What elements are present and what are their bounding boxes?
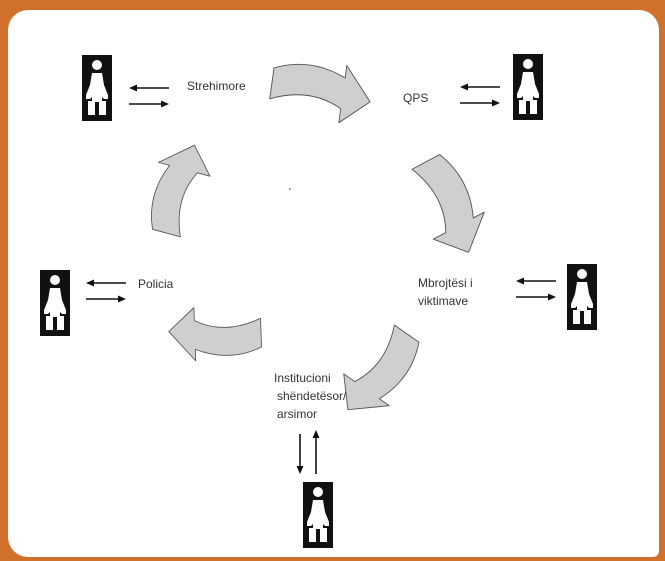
cycle-arrow-mbrojtesi-to-institucioni: [327, 316, 430, 429]
cycle-arrow-strehimore-to-qps: [267, 55, 376, 128]
label-mbrojtesi-line1: Mbrojtësi i: [418, 276, 473, 290]
label-policia: Policia: [138, 277, 174, 291]
label-strehimore: Strehimore: [187, 79, 246, 93]
double-arrow-icon: [296, 430, 320, 474]
referral-cycle-diagram: [40, 54, 597, 548]
double-arrow-icon: [85, 278, 127, 304]
woman-figure-icon: [40, 270, 70, 336]
cycle-arrow-qps-to-mbrojtesi: [399, 148, 498, 265]
label-mbrojtesi-line2: viktimave: [418, 294, 469, 308]
center-dot: [289, 188, 291, 190]
diagram-panel: Strehimore QPS Mbrojtësi i viktimave Pol…: [8, 10, 659, 557]
cycle-arrow-institucioni-to-policia: [167, 304, 263, 363]
label-institucioni-line1: Institucioni: [274, 371, 331, 385]
woman-figure-icon: [513, 54, 543, 120]
label-qps: QPS: [403, 91, 429, 105]
double-arrow-icon: [459, 82, 501, 108]
woman-figure-icon: [82, 55, 112, 121]
double-arrow-icon: [515, 276, 557, 302]
double-arrow-icon: [128, 83, 170, 109]
woman-figure-icon: [567, 264, 597, 330]
label-institucioni-line3: arsimor: [277, 407, 318, 421]
label-institucioni-line2: shëndetësor/: [277, 389, 347, 403]
cycle-arrow-policia-to-strehimore: [140, 136, 218, 241]
woman-figure-icon: [303, 482, 333, 548]
